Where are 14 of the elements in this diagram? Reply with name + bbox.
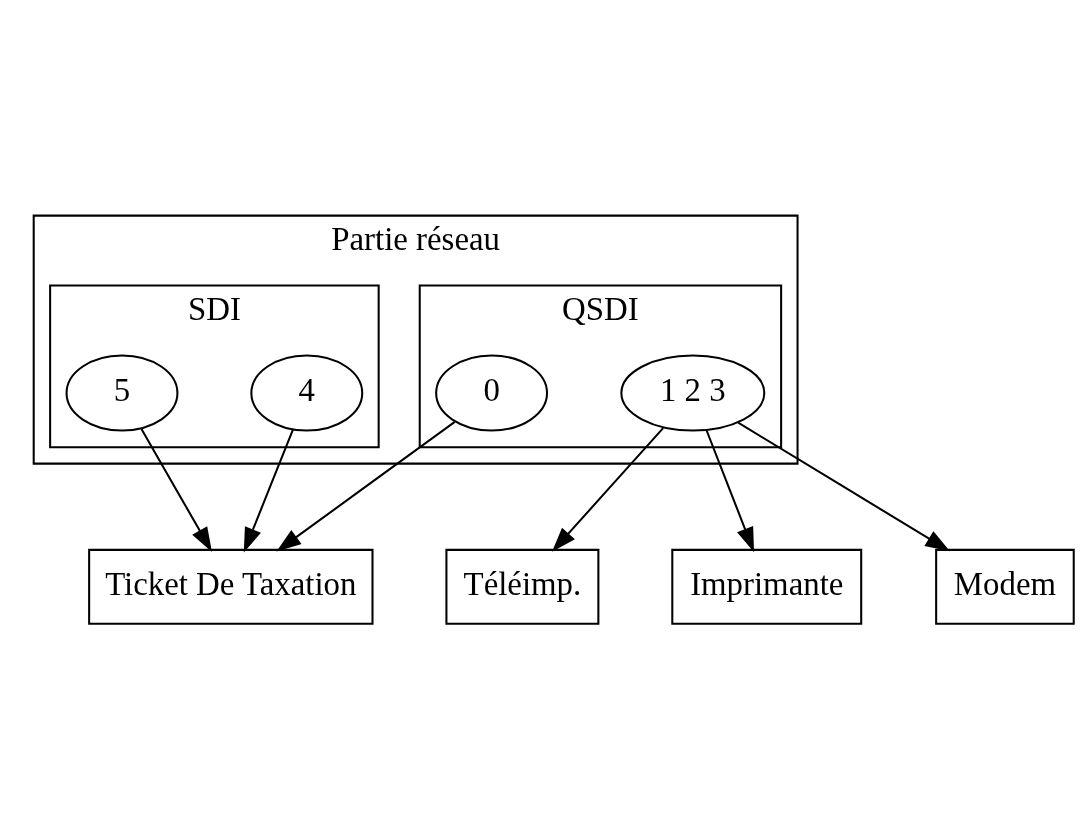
arrow (737, 421, 950, 552)
node-box: Téléimp. (445, 548, 600, 625)
arrow (140, 428, 212, 552)
node-ellipse: 5 (65, 354, 179, 432)
node-ellipse: 1 2 3 (620, 354, 766, 432)
arrow (552, 427, 664, 552)
arrow (276, 421, 456, 552)
node-ellipse: 0 (435, 354, 549, 432)
node-box: Modem (935, 548, 1075, 625)
node-ellipse: 4 (250, 354, 364, 432)
node-box: Ticket De Taxation (88, 548, 374, 625)
arrow (705, 430, 755, 553)
node-box: Imprimante (671, 548, 863, 625)
arrow (243, 429, 294, 553)
